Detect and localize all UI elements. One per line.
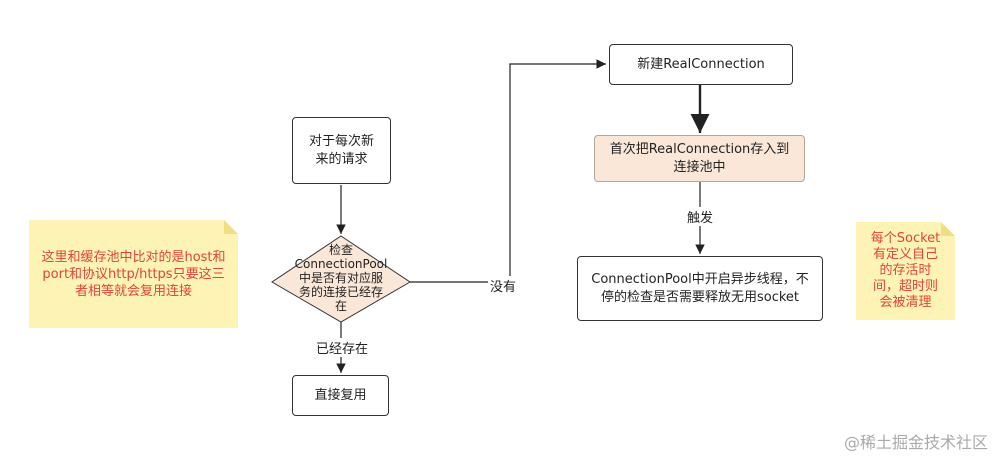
edge-label-exists: 已经存在 bbox=[314, 338, 371, 357]
new-connection-label: 新建RealConnection bbox=[637, 56, 765, 72]
decision-diamond bbox=[271, 235, 411, 323]
note-fold-icon bbox=[941, 222, 955, 236]
edge-label-trigger: 触发 bbox=[685, 207, 716, 226]
store-connection-box: 首次把RealConnection存入到连接池中 bbox=[594, 135, 805, 182]
check-label: 检查ConnectionPool中是否有对应服务的连接已经存在 bbox=[294, 243, 388, 313]
edge-check-to-new bbox=[409, 59, 606, 283]
reuse-box: 直接复用 bbox=[292, 375, 389, 416]
reuse-label: 直接复用 bbox=[314, 387, 367, 403]
request-box: 对于每次新来的请求 bbox=[292, 117, 391, 184]
note-right: 每个Socket有定义自己的存活时间，超时则会被清理 bbox=[856, 222, 955, 320]
cleanup-thread-box: ConnectionPool中开启异步线程，不停的检查是否需要释放无用socke… bbox=[577, 256, 823, 321]
note-left-text: 这里和缓存池中比对的是host和port和协议http/https只要这三者相等… bbox=[41, 249, 226, 299]
edge-label-not-exists: 没有 bbox=[488, 276, 519, 295]
note-right-text: 每个Socket有定义自己的存活时间，超时则会被清理 bbox=[870, 231, 941, 310]
note-fold-icon bbox=[224, 220, 238, 234]
new-connection-box: 新建RealConnection bbox=[609, 44, 793, 85]
request-label: 对于每次新来的请求 bbox=[308, 133, 374, 167]
note-left: 这里和缓存池中比对的是host和port和协议http/https只要这三者相等… bbox=[29, 220, 238, 328]
watermark: @稀土掘金技术社区 bbox=[843, 433, 988, 452]
store-connection-label: 首次把RealConnection存入到连接池中 bbox=[609, 141, 790, 175]
cleanup-thread-label: ConnectionPool中开启异步线程，不停的检查是否需要释放无用socke… bbox=[591, 271, 809, 305]
